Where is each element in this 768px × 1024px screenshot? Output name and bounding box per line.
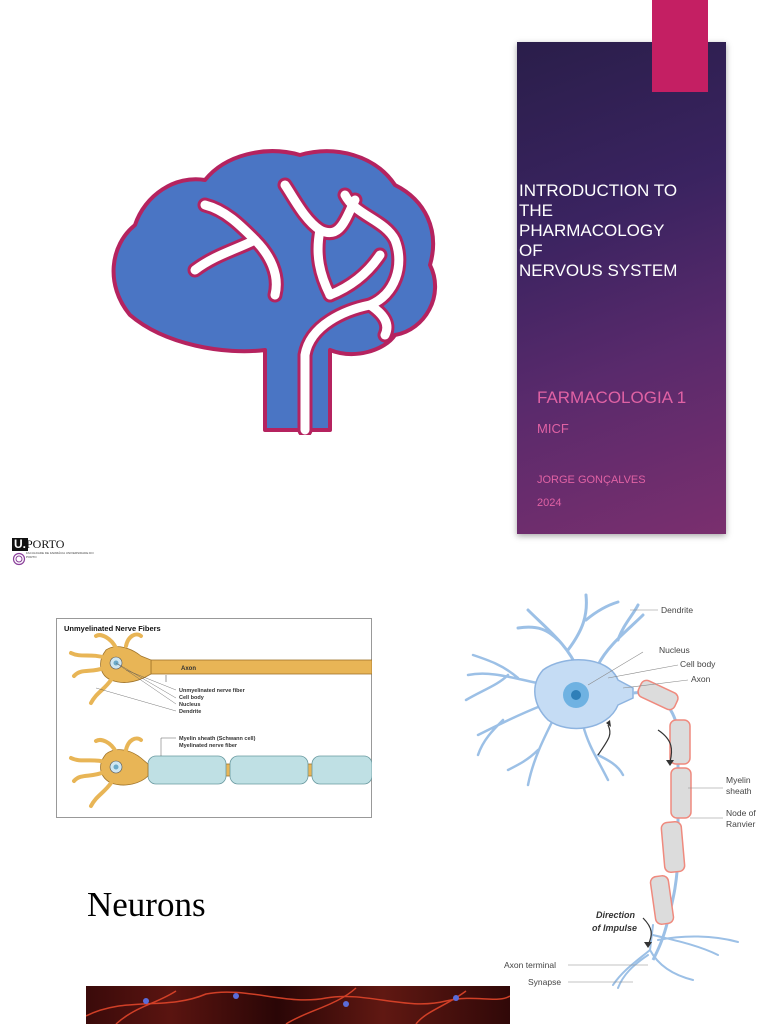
label-myelinated-fiber: Myelinated nerve fiber xyxy=(179,743,238,749)
nerve-fibers-diagram: Unmyelinated Nerve Fibers Axon Unmyelina… xyxy=(56,618,372,818)
brain-icon xyxy=(111,149,437,435)
unmyelinated-neuron: Axon Unmyelinated nerve fiber Cell body … xyxy=(69,632,372,715)
title-line: INTRODUCTION TO xyxy=(519,181,678,200)
label-impulse: of Impulse xyxy=(592,923,637,933)
neuron-micrograph xyxy=(86,987,510,1024)
fibers-heading: Unmyelinated Nerve Fibers xyxy=(64,624,161,633)
year-label: 2024 xyxy=(537,497,562,509)
label-axon: Axon xyxy=(181,666,196,672)
label-direction: Direction xyxy=(596,910,636,920)
label-axon: Axon xyxy=(691,674,711,684)
label-axon-terminal: Axon terminal xyxy=(504,960,556,970)
title-line: NERVOUS SYSTEM xyxy=(519,261,678,280)
title-line: THE xyxy=(519,201,553,220)
label-sheath: sheath xyxy=(726,786,752,796)
microscopy-image xyxy=(86,986,510,1024)
label-nucleus: Nucleus xyxy=(659,645,690,655)
title-panel xyxy=(517,42,726,534)
course-code: MICF xyxy=(537,421,569,436)
logo-mark-icon xyxy=(12,552,26,566)
author-name: JORGE GONÇALVES xyxy=(537,474,646,486)
title-line: OF xyxy=(519,241,543,260)
label-nucleus: Nucleus xyxy=(179,702,200,708)
label-cell-body: Cell body xyxy=(179,695,205,701)
logo-name: PORTO xyxy=(26,537,65,551)
label-myelin: Myelin xyxy=(726,775,751,785)
university-logo: U. PORTO FACULDADE DE FARMÁCIA UNIVERSID… xyxy=(12,536,102,568)
label-dendrite: Dendrite xyxy=(179,709,201,715)
accent-tab xyxy=(652,0,708,92)
label-node: Node of xyxy=(726,808,756,818)
label-myelin-sheath: Myelin sheath (Schwann cell) xyxy=(179,736,256,742)
title-slide: INTRODUCTION TO THE PHARMACOLOGY OF NERV… xyxy=(12,0,726,568)
logo-u: U. xyxy=(12,537,28,551)
label-cell-body: Cell body xyxy=(680,659,716,669)
logo-subtitle: FACULDADE DE FARMÁCIA UNIVERSIDADE DO PO… xyxy=(26,551,94,559)
slide-title: INTRODUCTION TO THE PHARMACOLOGY OF NERV… xyxy=(519,181,719,281)
label-ranvier: Ranvier xyxy=(726,819,755,829)
neuron-diagram: Dendrite Nucleus Cell body Axon Myelin s… xyxy=(464,593,756,989)
label-dendrite: Dendrite xyxy=(661,605,693,615)
label-synapse: Synapse xyxy=(528,977,561,987)
section-title: Neurons xyxy=(87,885,206,924)
label-unmyelinated-fiber: Unmyelinated nerve fiber xyxy=(179,688,246,694)
title-line: PHARMACOLOGY xyxy=(519,221,665,240)
myelinated-neuron: Myelin sheath (Schwann cell) Myelinated … xyxy=(69,736,372,808)
subtitle: FARMACOLOGIA 1 xyxy=(537,388,687,407)
